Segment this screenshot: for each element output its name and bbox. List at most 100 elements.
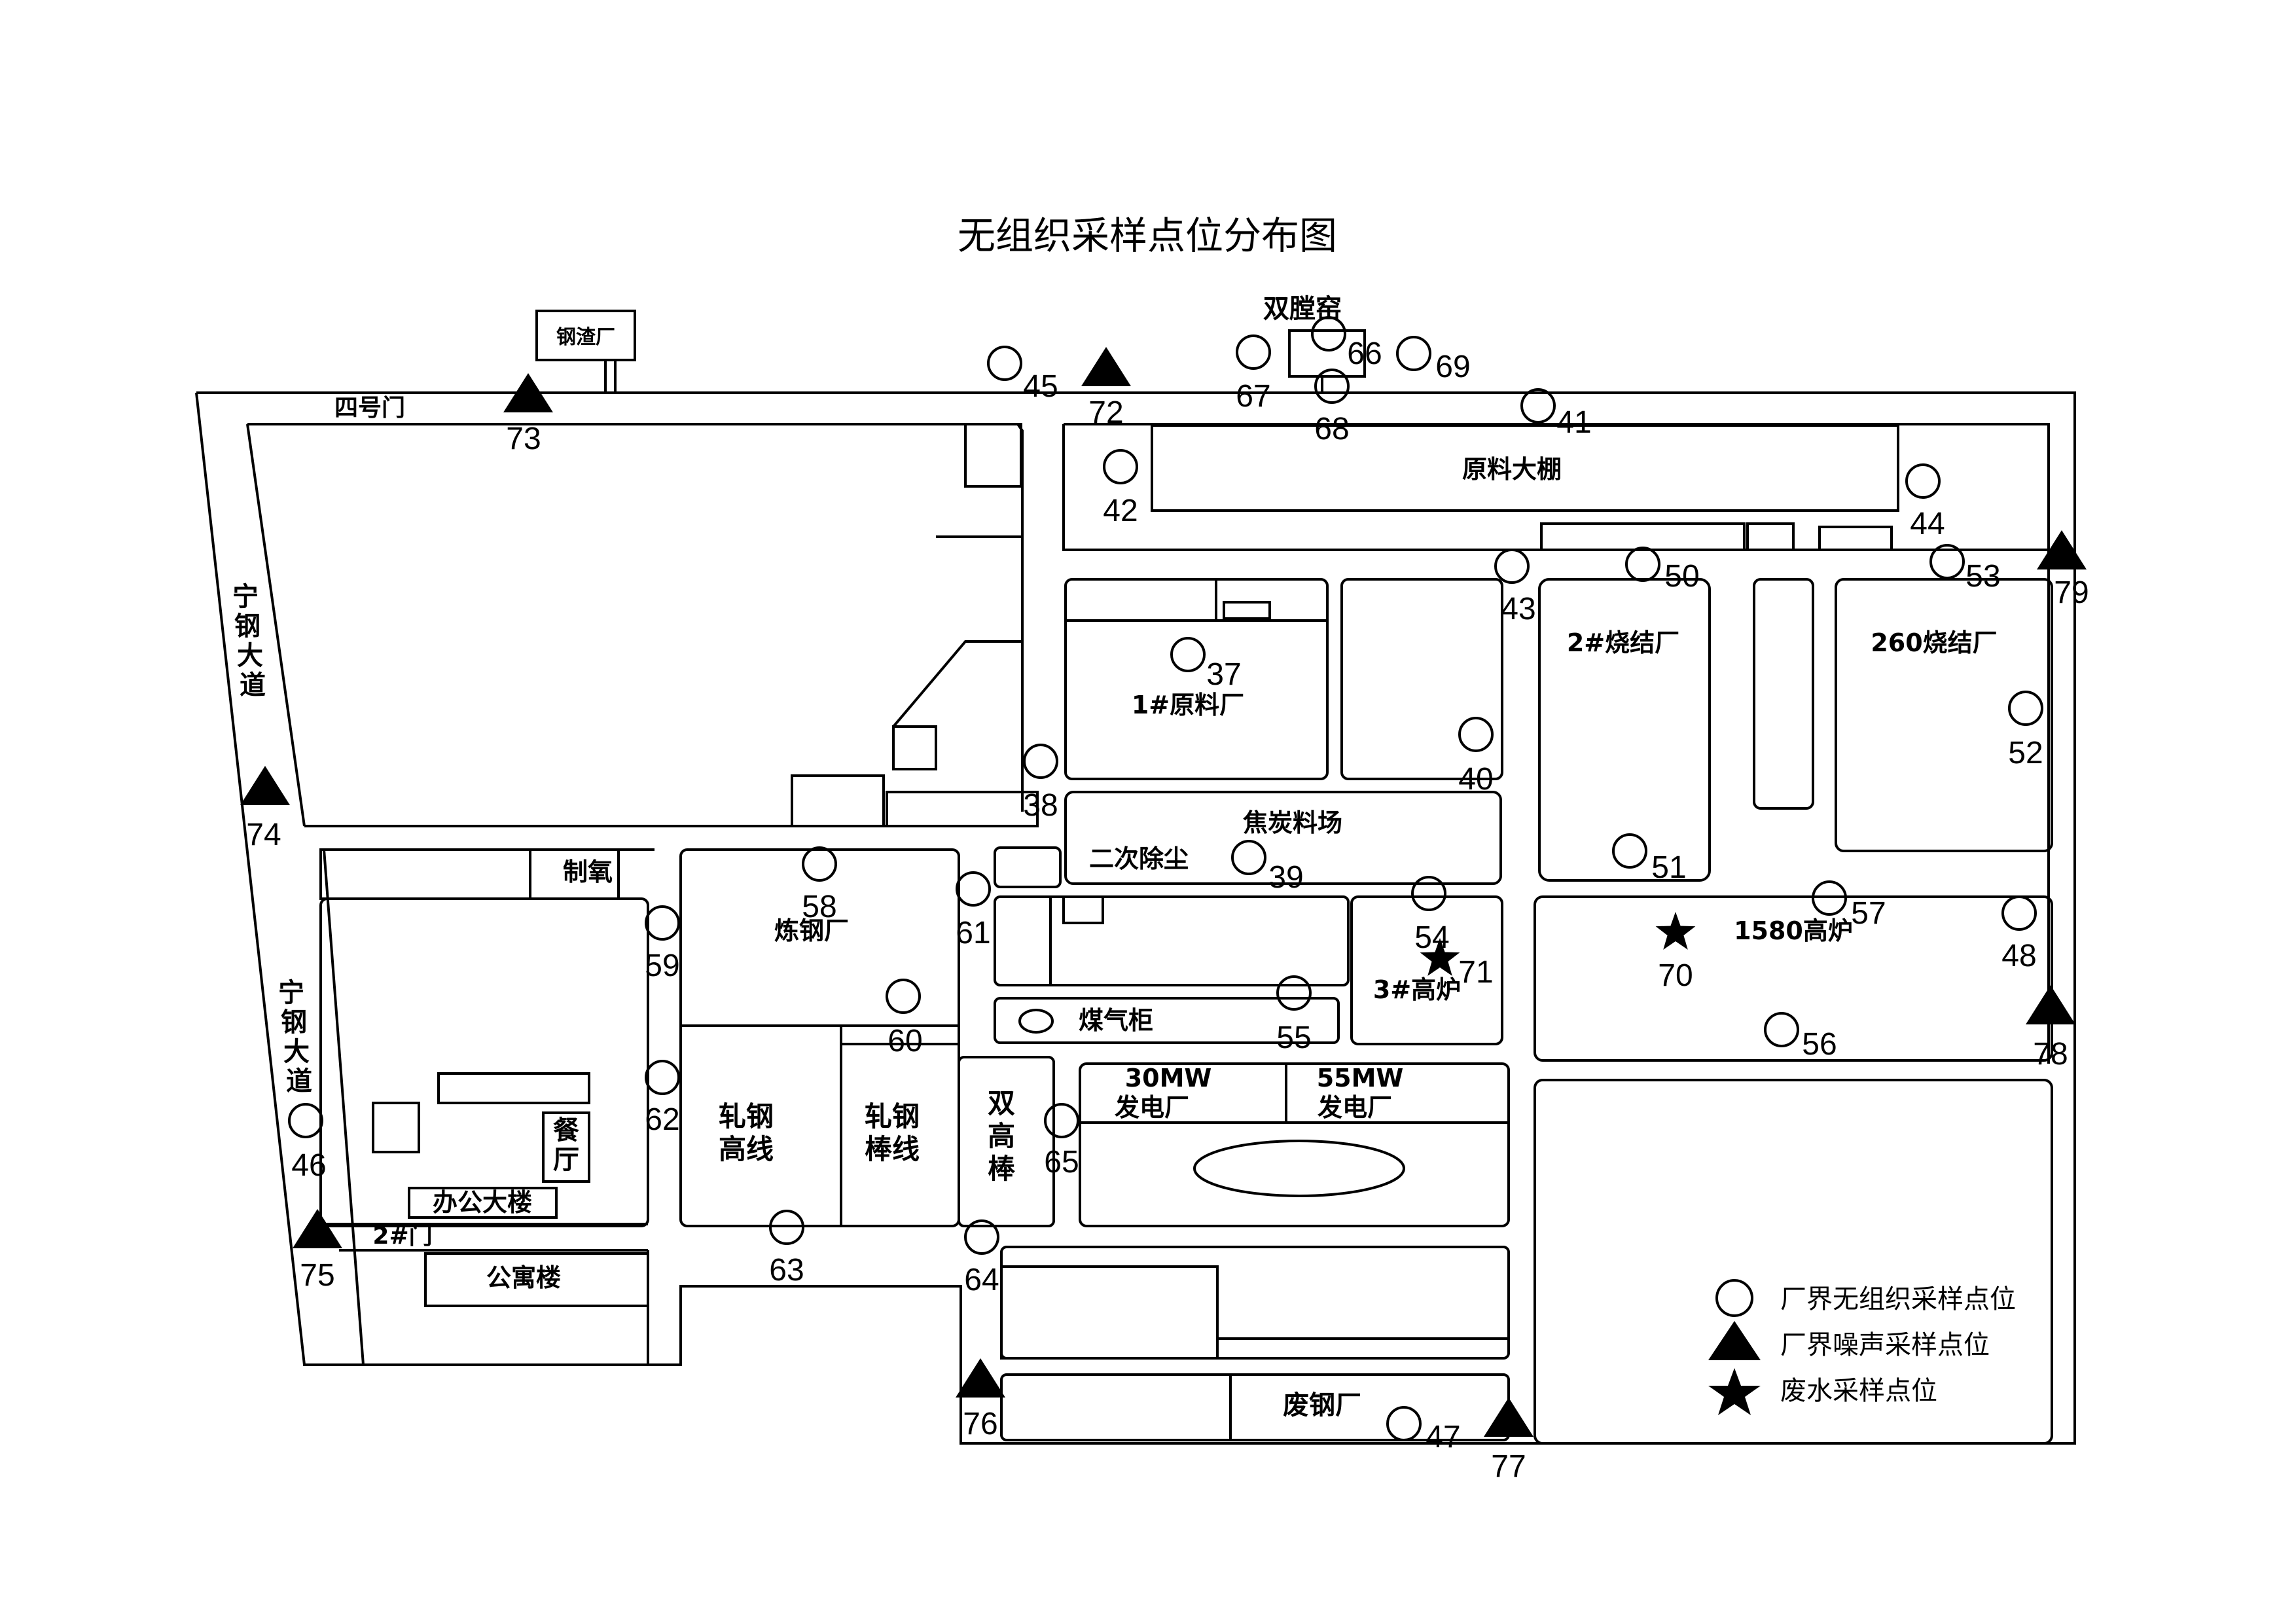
sampling-point-circle-58[interactable] [802,846,837,882]
point-label-48: 48 [2001,939,2036,973]
point-label-50: 50 [1664,559,1699,594]
wastewater-point-star-70[interactable] [1655,912,1696,950]
legend-triangle-icon [1708,1321,1761,1360]
label-power30-l1: 30MW [1125,1064,1212,1092]
noise-point-triangle-77[interactable] [1484,1398,1534,1437]
label-gate4: 四号门 [334,395,405,422]
label-ningang-road-2-c2: 钢 [281,1007,307,1038]
sampling-point-circle-45[interactable] [987,346,1022,381]
label-gangzha: 钢渣厂 [556,326,615,349]
label-meiqigui: 煤气柜 [1079,1006,1153,1035]
point-label-53: 53 [1965,559,2000,594]
sampling-point-circle-69[interactable] [1396,336,1431,371]
noise-point-triangle-79[interactable] [2037,530,2087,569]
sampling-point-circle-52[interactable] [2008,691,2043,726]
point-label-47: 47 [1426,1420,1460,1454]
sampling-point-circle-47[interactable] [1386,1406,1422,1441]
sampling-point-circle-65[interactable] [1044,1103,1079,1138]
buildings [319,310,2053,1445]
label-ningang-road-1-c4: 道 [240,670,266,700]
sampling-point-circle-42[interactable] [1103,449,1138,484]
label-zhagang-bangxian-l2: 棒线 [865,1133,920,1165]
point-label-72: 72 [1088,395,1123,430]
point-label-62: 62 [645,1102,679,1137]
label-power55-l1: 55MW [1317,1064,1404,1092]
wastewater-point-star-71[interactable] [1420,938,1460,976]
label-shuanggaobang-c3: 棒 [988,1153,1016,1185]
sampling-point-circle-66[interactable] [1311,316,1346,352]
sampling-point-circle-55[interactable] [1276,975,1312,1011]
sampling-point-circle-61[interactable] [956,871,991,907]
point-label-67: 67 [1236,379,1270,414]
sampling-point-circle-39[interactable] [1231,840,1266,875]
label-bangong: 办公大楼 [433,1188,532,1217]
noise-point-triangle-73[interactable] [503,373,553,412]
sampling-point-circle-40[interactable] [1458,717,1494,752]
sampling-point-circle-41[interactable] [1520,388,1556,424]
sampling-point-circle-64[interactable] [964,1219,999,1255]
point-label-51: 51 [1651,850,1686,885]
label-feigang: 废钢厂 [1283,1390,1361,1420]
sampling-point-circle-56[interactable] [1764,1012,1799,1047]
point-label-55: 55 [1276,1020,1311,1055]
point-label-59: 59 [645,948,679,983]
label-shuanggaobang-c2: 高 [988,1120,1015,1152]
label-power55-l2: 发电厂 [1318,1093,1392,1122]
legend-star-icon [1708,1368,1761,1415]
label-ningang-road-1-c1: 宁 [232,582,259,612]
sampling-point-circle-50[interactable] [1625,547,1660,582]
sampling-point-circle-68[interactable] [1314,369,1350,404]
point-label-76: 76 [963,1407,997,1441]
point-label-78: 78 [2033,1037,2068,1072]
sampling-point-circle-59[interactable] [645,905,680,941]
label-ningang-road-1-c3: 大 [237,641,263,671]
point-label-61: 61 [956,916,990,950]
sampling-point-circle-53[interactable] [1929,544,1965,579]
point-label-64: 64 [964,1263,999,1297]
sampling-point-circle-38[interactable] [1023,744,1058,779]
label-gaolu1580: 1580高炉 [1734,916,1853,945]
sampling-point-circle-44[interactable] [1905,463,1941,499]
sampling-point-circle-37[interactable] [1170,637,1206,672]
point-label-66: 66 [1347,336,1382,371]
noise-point-triangle-74[interactable] [240,766,290,805]
point-label-63: 63 [769,1253,804,1288]
label-shaojie260: 260烧结厂 [1871,628,1997,657]
legend-star-label: 废水采样点位 [1780,1376,1937,1406]
legend-circle-label: 厂界无组织采样点位 [1780,1284,2016,1314]
sampling-point-circle-62[interactable] [645,1060,680,1095]
sampling-point-circle-46[interactable] [288,1103,323,1138]
sampling-point-circle-60[interactable] [886,979,921,1014]
sampling-point-circle-51[interactable] [1612,833,1647,869]
sampling-point-circle-57[interactable] [1812,880,1847,916]
point-label-75: 75 [300,1258,334,1293]
legend: 厂界无组织采样点位 厂界噪声采样点位 废水采样点位 [1708,1279,2016,1415]
label-canting-c2: 厅 [553,1145,579,1175]
point-label-57: 57 [1851,896,1886,931]
label-shaojie2: 2#烧结厂 [1567,628,1679,657]
noise-point-triangle-76[interactable] [956,1358,1005,1398]
label-jiaotan: 焦炭料场 [1243,808,1342,837]
label-ningang-road-2-c3: 大 [283,1037,310,1067]
sampling-point-circle-54[interactable] [1411,876,1446,911]
point-label-68: 68 [1314,412,1349,446]
point-label-42: 42 [1103,494,1138,528]
noise-point-triangle-72[interactable] [1081,347,1131,386]
point-label-69: 69 [1435,350,1470,384]
legend-circle-icon [1715,1279,1753,1317]
point-label-71: 71 [1458,955,1493,990]
noise-point-triangle-75[interactable] [293,1209,342,1248]
sampling-point-circle-48[interactable] [2001,895,2037,931]
label-liangang: 炼钢厂 [774,916,849,945]
label-shuangtangyao: 双膛窑 [1263,294,1342,324]
label-ningang-road-1-c2: 钢 [234,611,260,641]
sampling-point-circle-67[interactable] [1236,334,1271,370]
label-yuanliao-dapeng: 原料大棚 [1462,455,1562,484]
point-label-44: 44 [1910,507,1945,541]
sampling-point-circle-63[interactable] [769,1210,804,1245]
noise-point-triangle-78[interactable] [2026,985,2075,1024]
sampling-point-circle-43[interactable] [1494,549,1530,584]
point-label-60: 60 [888,1024,922,1058]
